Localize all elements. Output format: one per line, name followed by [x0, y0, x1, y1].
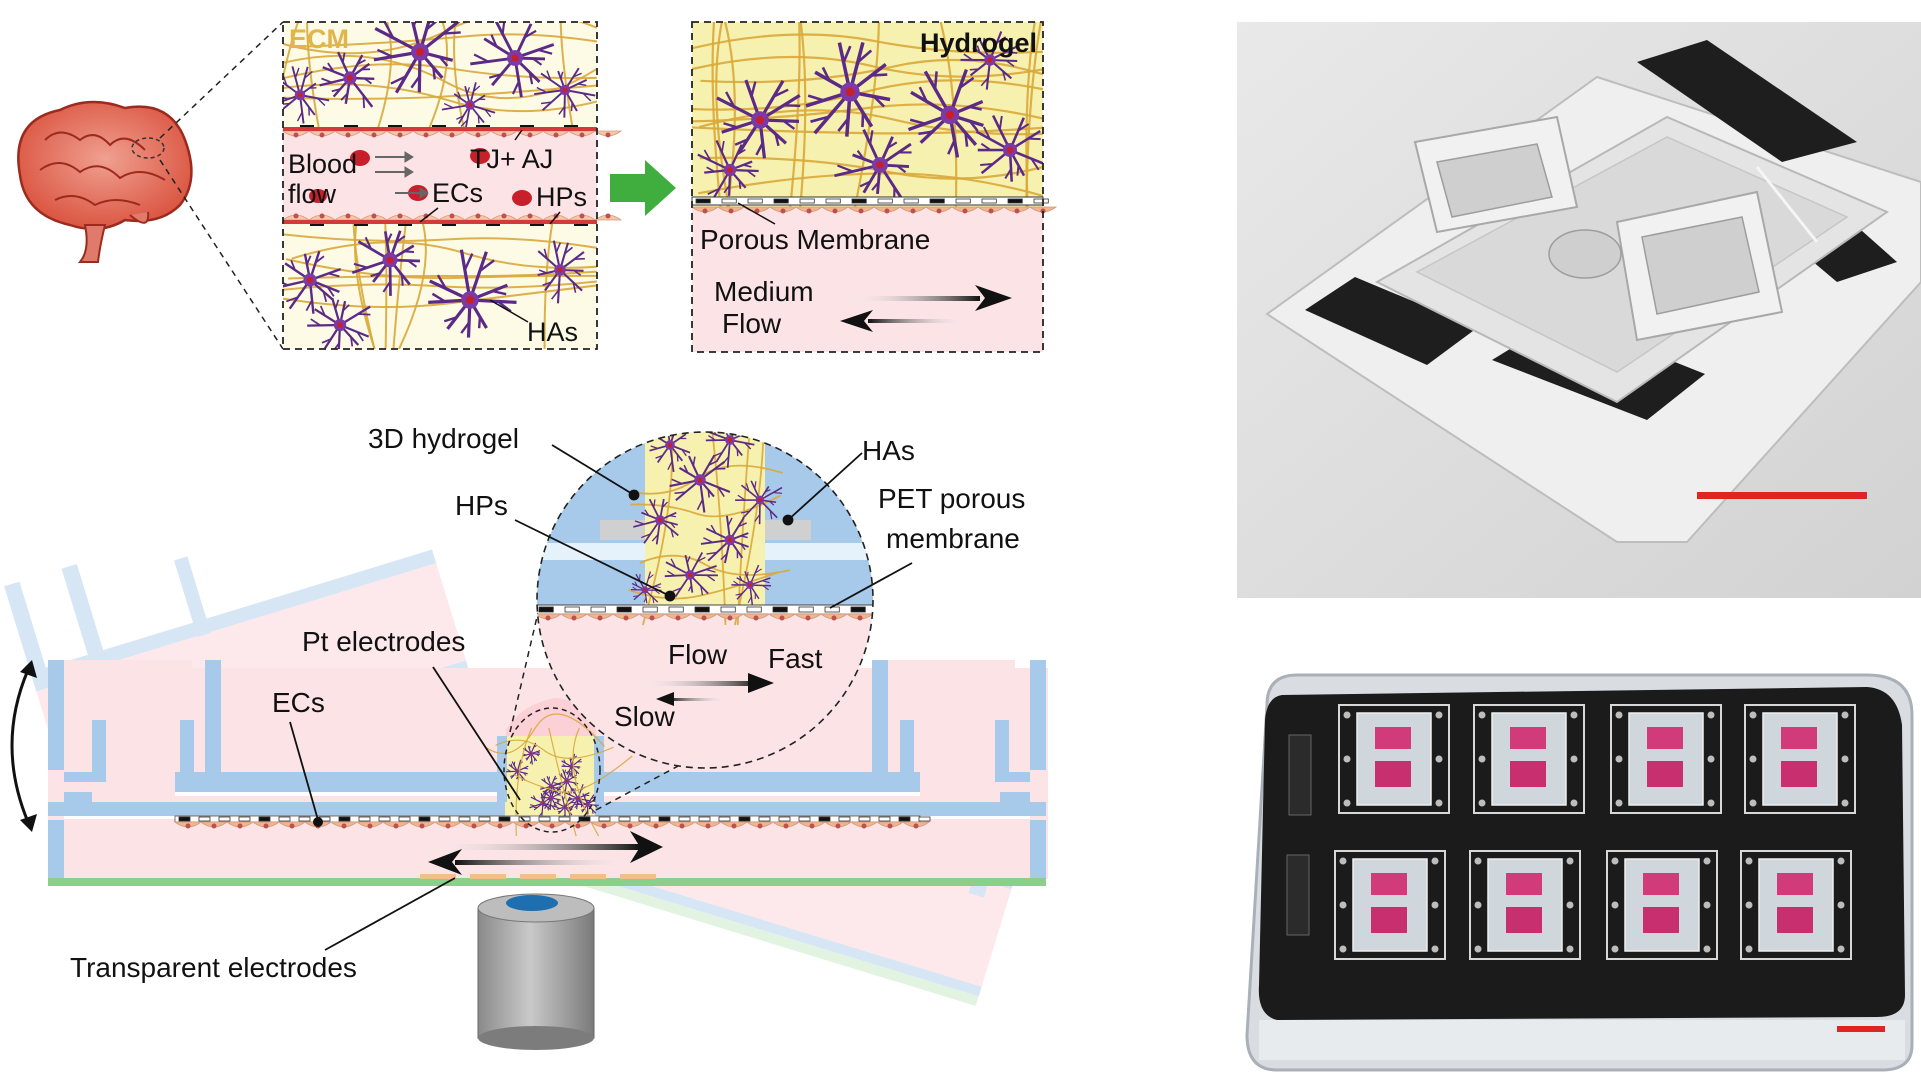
microscope-objective	[477, 893, 595, 1050]
plate-chip-module	[1334, 850, 1446, 960]
astrocyte	[731, 564, 772, 605]
astrocyte	[351, 230, 421, 296]
plate-chip-module	[1610, 704, 1722, 814]
brain-illustration	[17, 100, 193, 263]
blood-flow-arrows	[375, 151, 429, 199]
scale-bar-bottom	[1837, 1026, 1885, 1032]
transition-arrow	[610, 160, 676, 216]
has-label-top: HAs	[527, 317, 578, 347]
astrocyte	[470, 22, 555, 98]
astrocyte	[534, 67, 596, 118]
pet-membrane-label-1: PET porous	[878, 483, 1025, 514]
3d-hydrogel-label: 3D hydrogel	[368, 423, 519, 454]
blood-flow-label-2: flow	[288, 179, 337, 209]
transparent-electrodes-label: Transparent electrodes	[70, 952, 357, 983]
tj-aj-label: TJ+ AJ	[470, 144, 553, 174]
in-vitro-model-panel: Hydrogel Porous Membrane Medium Flow	[690, 21, 1058, 353]
hydrogel-label: Hydrogel	[920, 28, 1037, 58]
in-vivo-bbb-panel: ECM Blood flow TJ+ AJ ECs HPs HAs	[281, 21, 623, 350]
astrocyte	[960, 31, 1019, 90]
ecs-label-top: ECs	[432, 178, 483, 208]
red-blood-cells	[309, 148, 532, 206]
astrocyte	[506, 759, 529, 782]
medium-flow-label-2: Flow	[722, 308, 782, 339]
scale-bar-top	[1697, 492, 1867, 499]
astrocyte	[441, 82, 496, 131]
slow-label: Slow	[614, 701, 675, 732]
astrocyte	[664, 551, 718, 598]
pt-electrodes-label: Pt electrodes	[302, 626, 465, 657]
astrocyte	[428, 249, 517, 338]
hps-label-inset: HPs	[455, 490, 508, 521]
astrocyte	[735, 480, 783, 525]
has-label-inset: HAs	[862, 435, 915, 466]
astrocyte	[716, 79, 801, 159]
astrocyte	[319, 51, 375, 109]
flow-label: Flow	[668, 639, 728, 670]
astrocyte	[283, 66, 330, 124]
astrocyte	[537, 240, 585, 304]
astrocyte	[697, 139, 759, 202]
plate-chip-module	[1606, 850, 1718, 960]
astrocyte	[633, 498, 679, 545]
astrocyte	[540, 788, 562, 810]
rocking-arrow	[10, 669, 30, 823]
astrocyte	[700, 515, 749, 564]
inset-flow-arrow-right	[748, 673, 774, 693]
astrocyte	[283, 250, 342, 314]
multi-chip-plate-photo	[1237, 665, 1921, 1073]
vessel-lumen	[283, 129, 597, 222]
plate-chip-module	[1469, 850, 1581, 960]
single-chip-photo	[1237, 22, 1921, 598]
plate-chip-module	[1740, 850, 1852, 960]
fast-label: Fast	[768, 643, 823, 674]
astrocyte	[669, 454, 731, 513]
plate-chip-module	[1473, 704, 1585, 814]
astrocyte	[565, 784, 591, 812]
medium-flow-arrow-left	[840, 310, 873, 332]
zoom-line-bottom	[159, 159, 284, 350]
medium-flow-label-1: Medium	[714, 276, 814, 307]
astrocyte	[554, 795, 575, 820]
astrocyte	[705, 432, 755, 468]
astrocyte	[805, 41, 891, 137]
blood-flow-label-1: Blood	[288, 149, 357, 179]
astrocyte	[907, 68, 984, 158]
plate-chip-module	[1338, 704, 1450, 814]
ecs-label-chip: ECs	[272, 687, 325, 718]
astrocyte	[975, 115, 1043, 182]
astrocyte	[373, 22, 461, 94]
medium-flow-arrow-right	[975, 285, 1012, 311]
channel-flow-arrow-right	[630, 831, 663, 863]
hps-label-top: HPs	[536, 182, 587, 212]
chip-cross-section	[10, 660, 1048, 886]
plate-chip-module	[1744, 704, 1856, 814]
astrocyte	[307, 297, 371, 349]
ecm-label: ECM	[289, 24, 349, 54]
porous-membrane-label: Porous Membrane	[700, 224, 930, 255]
pet-membrane-label-2: membrane	[886, 523, 1020, 554]
zoom-line-top	[159, 21, 284, 139]
channel-flow-arrow-left	[428, 849, 462, 875]
glass-substrate	[48, 878, 1046, 886]
inset-flow-arrow-left	[656, 692, 674, 706]
